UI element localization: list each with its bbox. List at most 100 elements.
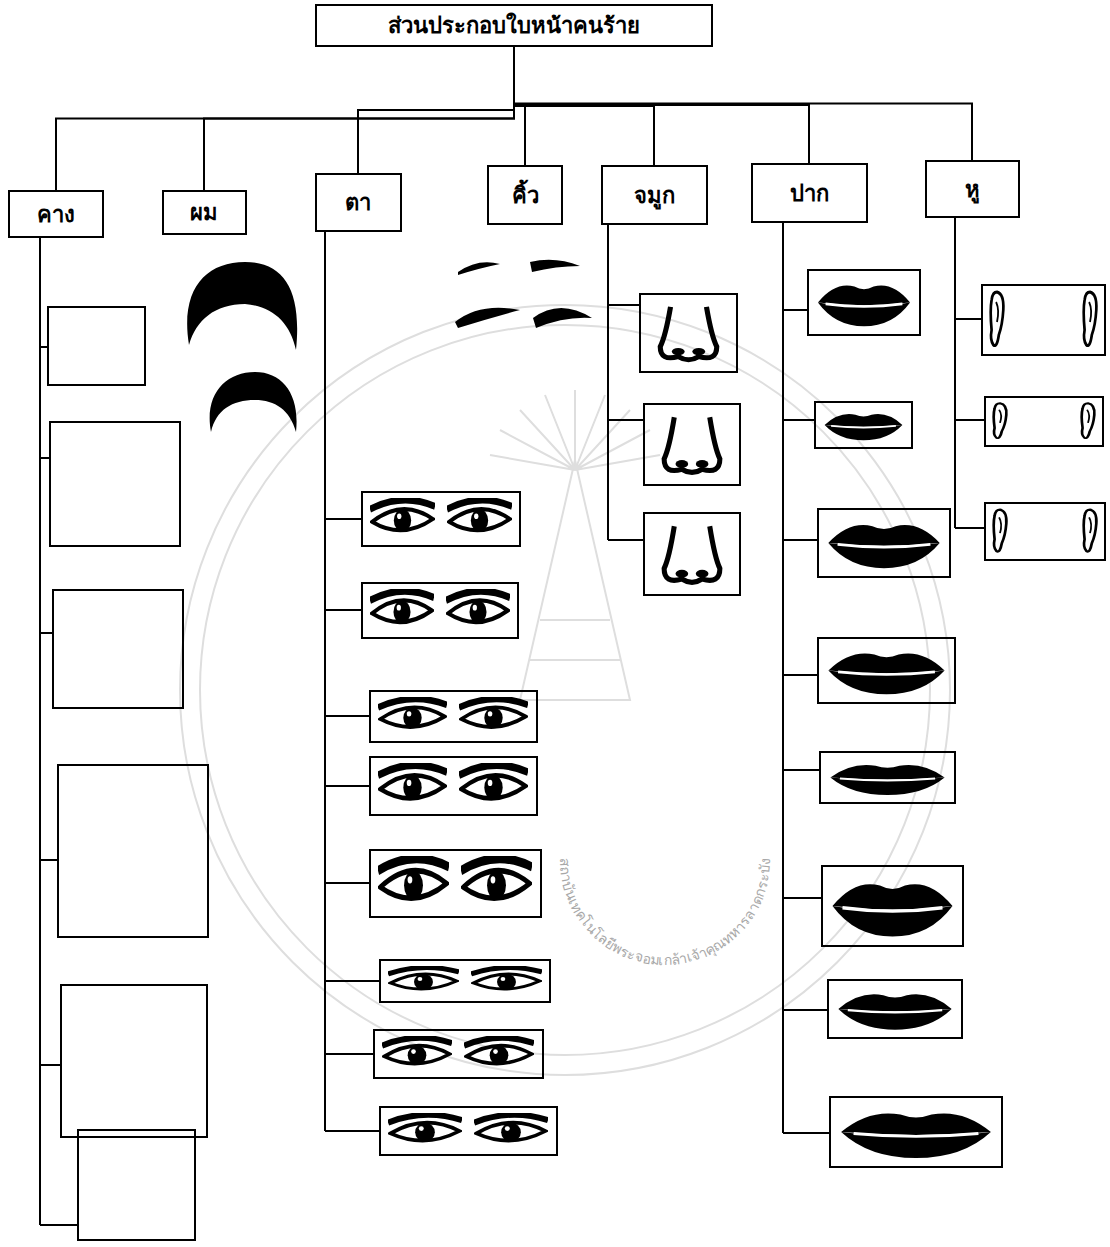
- ear-frame: [982, 285, 1105, 355]
- node-label: คิ้ว: [512, 181, 539, 210]
- eye-drawing: [447, 500, 512, 532]
- ear-drawing: [1082, 403, 1095, 438]
- mouth-frame: [818, 638, 955, 703]
- nose-frame: [644, 513, 740, 595]
- watermark-text-group: สถาบันเทคโนโลยีพระจอมเกล้าเจ้าคุณทหารลาด…: [557, 858, 773, 968]
- hair-shape: [187, 262, 297, 350]
- node-label: หู: [965, 175, 980, 204]
- root-box: ส่วนประกอบใบหน้าคนร้าย: [315, 4, 713, 47]
- nose-options: [640, 294, 740, 595]
- category-box: ตา: [315, 173, 402, 232]
- node-label: คาง: [37, 200, 75, 229]
- tree-connector: [514, 47, 809, 163]
- ear-drawing: [991, 292, 1004, 346]
- node-label: ส่วนประกอบใบหน้าคนร้าย: [388, 11, 640, 40]
- mouth-frame: [830, 1097, 1002, 1167]
- mouth-drawing: [830, 765, 944, 795]
- category-box: ผม: [162, 190, 247, 235]
- category-box: หู: [925, 160, 1020, 218]
- eye-options: [362, 492, 557, 1155]
- eye-frame: [370, 691, 537, 742]
- chin-frame: [78, 1130, 195, 1240]
- eyebrow-shape: [458, 262, 500, 275]
- mouth-frame: [822, 866, 963, 946]
- mouth-drawing: [833, 884, 953, 936]
- category-box: คิ้ว: [487, 165, 563, 225]
- mouth-drawing: [818, 286, 910, 327]
- eyebrow-shape: [533, 308, 592, 328]
- ear-drawing: [994, 510, 1007, 552]
- tree-connector: [204, 47, 514, 190]
- eye-drawing: [378, 699, 447, 728]
- ear-drawing: [994, 403, 1007, 438]
- ear-options: [982, 285, 1105, 560]
- eye-drawing: [370, 500, 435, 532]
- eye-frame: [370, 850, 541, 917]
- ear-frame: [985, 397, 1103, 446]
- eye-frame: [380, 960, 550, 1002]
- mouth-tree-line: [783, 223, 830, 1133]
- mouth-frame: [808, 270, 920, 335]
- mouth-frame: [815, 402, 912, 448]
- mouth-options: [808, 270, 1002, 1167]
- eye-drawing: [446, 591, 510, 623]
- eye-frame: [362, 583, 518, 638]
- mouth-drawing: [841, 1113, 991, 1158]
- tree-connector: [358, 47, 514, 173]
- hair-shape: [210, 372, 297, 432]
- eye-drawing: [471, 967, 542, 990]
- node-label: ปาก: [790, 179, 829, 208]
- node-label: ผม: [190, 198, 218, 227]
- nose-drawing: [664, 526, 720, 582]
- seal-sunburst: [490, 390, 660, 470]
- chin-frame: [61, 985, 207, 1137]
- node-label: จมูก: [634, 181, 675, 210]
- chin-tree-line: [40, 238, 78, 1225]
- eye-drawing: [382, 1038, 452, 1065]
- chin-frame: [50, 422, 180, 546]
- chin-frame: [48, 307, 145, 385]
- eyebrow-shape: [455, 308, 520, 328]
- mouth-frame: [820, 752, 955, 803]
- eye-frame: [374, 1030, 543, 1078]
- eye-drawing: [378, 765, 447, 800]
- eye-drawing: [464, 1038, 534, 1065]
- mouth-drawing: [828, 525, 939, 568]
- ear-tree-line: [955, 218, 985, 528]
- category-box: ปาก: [751, 163, 868, 223]
- eye-frame: [380, 1107, 557, 1155]
- eye-drawing: [388, 967, 459, 990]
- eye-drawing: [459, 765, 528, 800]
- category-box: คาง: [8, 190, 104, 238]
- node-label: ตา: [345, 188, 371, 217]
- eyebrow-shape: [530, 260, 580, 272]
- mouth-frame: [818, 509, 950, 577]
- ear-drawing: [1084, 510, 1097, 552]
- tree-connector: [514, 47, 972, 160]
- nose-frame: [640, 294, 737, 372]
- eye-drawing: [370, 591, 434, 623]
- watermark-text: สถาบันเทคโนโลยีพระจอมเกล้าเจ้าคุณทหารลาด…: [557, 858, 773, 968]
- nose-drawing: [664, 417, 720, 472]
- seal-ring: [200, 325, 930, 1055]
- eye-frame: [370, 757, 537, 815]
- chin-frame: [58, 765, 208, 937]
- nose-tree-line: [608, 225, 644, 540]
- mouth-drawing: [825, 414, 903, 440]
- chin-frame: [53, 590, 183, 708]
- nose-drawing: [660, 307, 716, 360]
- eye-drawing: [474, 1115, 548, 1142]
- seal-pagoda: [520, 460, 630, 700]
- seal-ring: [180, 305, 950, 1075]
- eye-drawing: [388, 1115, 462, 1142]
- mouth-frame: [828, 980, 962, 1038]
- nose-frame: [644, 404, 740, 485]
- seal-watermark: สถาบันเทคโนโลยีพระจอมเกล้าเจ้าคุณทหารลาด…: [180, 305, 950, 1075]
- eye-tree-line: [325, 232, 380, 1131]
- mouth-drawing: [828, 654, 944, 695]
- mouth-drawing: [838, 994, 951, 1029]
- eye-drawing: [461, 859, 532, 900]
- tree-connector: [56, 47, 514, 190]
